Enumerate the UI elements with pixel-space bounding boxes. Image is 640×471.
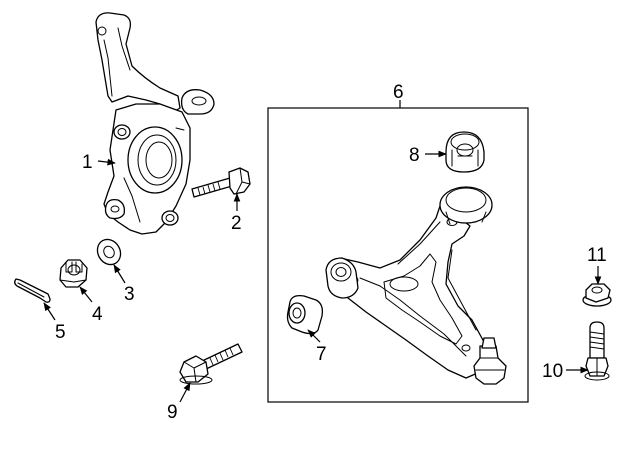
callout-3-leader [113,264,126,284]
callout-6: 6 [393,82,404,103]
flange-bolt [179,343,243,385]
callout-8: 8 [409,145,420,166]
callout-5: 5 [55,322,66,343]
callout-3: 3 [124,284,135,305]
callout-10: 10 [542,361,563,382]
rear-bushing [445,131,485,173]
arm-mount-bolt [584,321,610,381]
steering-knuckle [95,12,215,235]
washer [96,238,122,266]
callout-4-leader [79,286,93,303]
callout-5-leader [43,302,56,321]
callout-4: 4 [92,304,103,325]
callout-9: 9 [167,402,178,423]
assembly-box [267,107,529,403]
cotter-pin [14,278,51,303]
callout-11: 11 [587,245,607,266]
callout-1: 1 [82,152,93,173]
lower-control-arm [325,186,507,385]
knuckle-bolt [191,167,251,198]
front-bushing [286,294,324,335]
callout-2: 2 [231,213,242,234]
callout-7: 7 [316,344,327,365]
callout-9-leader [179,382,191,403]
flange-nut [582,283,612,307]
callout-1-leader [97,158,116,166]
callout-7-leader [307,329,321,343]
castle-nut [59,259,88,288]
